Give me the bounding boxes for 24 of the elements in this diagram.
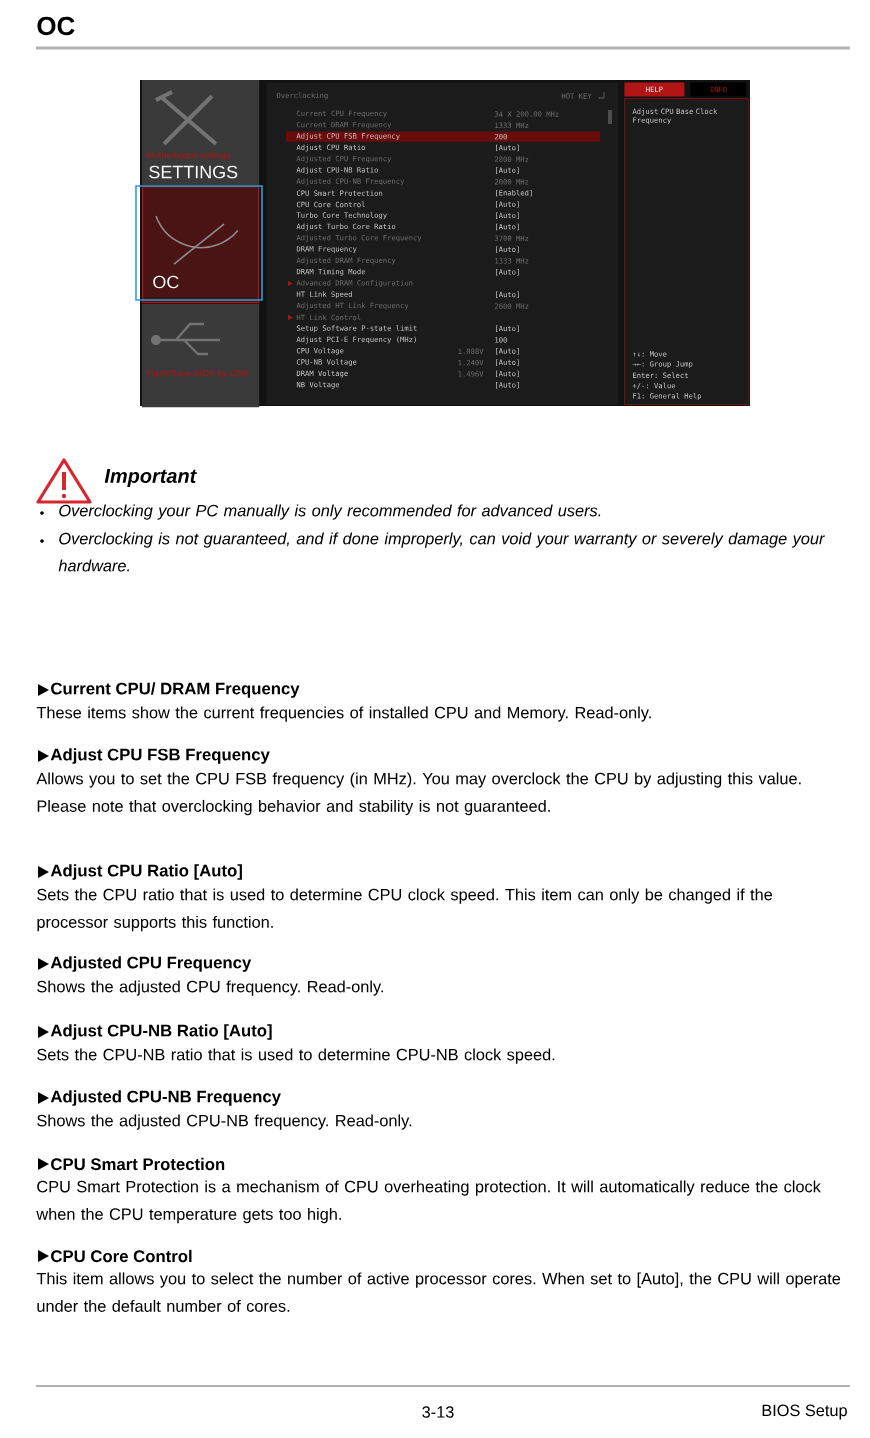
section-text: This item allows you to select the number of active processor cores. When set to [Auto], the CPU will operate under the default number of cores. bbox=[36, 1272, 841, 1312]
section-heading: Adjust CPU-NB Ratio [Auto] bbox=[50, 1024, 272, 1040]
section-heading: Adjusted CPU Frequency bbox=[50, 956, 252, 972]
section-text: Shows the adjusted CPU-NB frequency. Read-only. bbox=[37, 1114, 412, 1130]
section-text: CPU Smart Protection is a mechanism of CPU overheating protection. It will automatically reduce the clock when the CPU temperature gets too high. bbox=[36, 1180, 821, 1224]
page-title: OC bbox=[37, 16, 75, 36]
page-number: 3-13 bbox=[422, 1406, 454, 1418]
section-text: Shows the adjusted CPU frequency. Read-only. bbox=[37, 980, 383, 996]
notice-heading: Important bbox=[104, 469, 197, 487]
section-heading: CPU Core Control bbox=[51, 1249, 192, 1263]
section-text: These items show the current frequencies of installed CPU and Memory. Read-only. bbox=[36, 706, 651, 722]
section-heading: Adjusted CPU-NB Frequency bbox=[50, 1090, 281, 1106]
section-text: Sets the CPU-NB ratio that is used to determine CPU-NB clock speed. bbox=[37, 1048, 555, 1064]
bullet-text: Overclocking your PC manually is only recommended for advanced users. bbox=[59, 504, 601, 520]
chapter-name: BIOS Setup bbox=[762, 1404, 847, 1420]
help-panel bbox=[624, 98, 749, 405]
oc-tile: OC bbox=[142, 186, 260, 304]
section-heading: Current CPU/ DRAM Frequency bbox=[51, 682, 300, 698]
section-heading: CPU Smart Protection bbox=[51, 1157, 225, 1171]
section-text: Sets the CPU ratio that is used to determine CPU clock speed. This item can only be changed if the processor supports this function. bbox=[37, 888, 773, 932]
section-text: Allows you to set the CPU FSB frequency (in MHz). You may overclock the CPU by adjusting this value. Please note that overclocking behavior and stability is not guaranteed. bbox=[36, 772, 801, 816]
bullet-text: Overclocking is not guaranteed, and if done improperly, can void your warranty or severely damage your hardware. bbox=[58, 532, 825, 572]
section-heading: Adjust CPU FSB Frequency bbox=[50, 748, 270, 764]
section-heading: Adjust CPU Ratio [Auto] bbox=[50, 864, 242, 880]
